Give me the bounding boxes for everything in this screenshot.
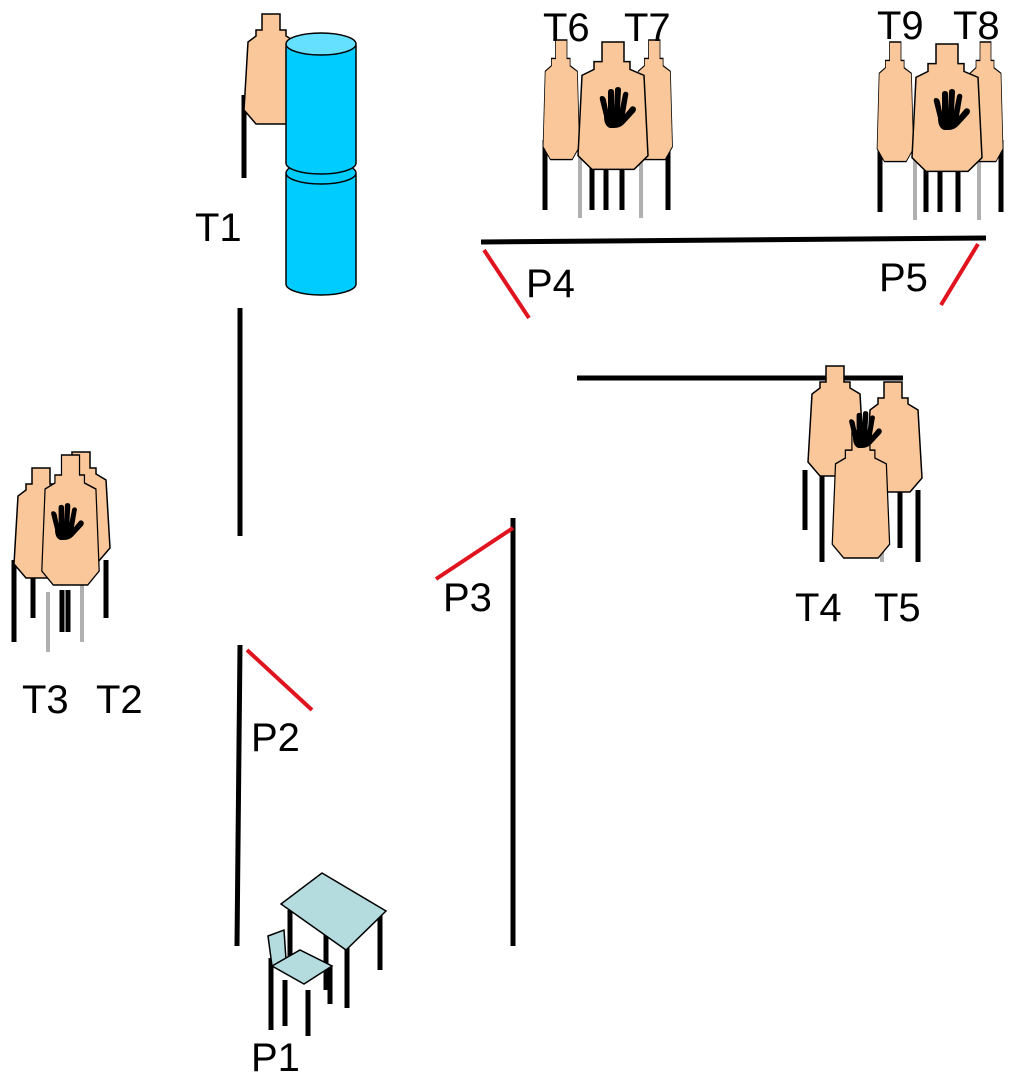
target-label-t5: T5: [874, 586, 921, 630]
wall-left-lower: [234, 644, 243, 947]
target-label-t8: T8: [953, 4, 1000, 48]
position-label-p5: P5: [879, 256, 928, 300]
barrel-stack: [285, 32, 357, 296]
fault-line-p4: [482, 248, 531, 320]
fault-lines: [245, 242, 980, 712]
position-label-p3: P3: [443, 576, 492, 620]
target-group-t2-t3: [11, 451, 111, 652]
position-label-p1: P1: [251, 1036, 300, 1080]
fault-line-p2: [245, 648, 314, 712]
target-label-t2: T2: [96, 678, 143, 722]
target-t1: [241, 13, 301, 178]
target-label-t4: T4: [795, 586, 842, 630]
fault-line-p5: [939, 242, 980, 307]
target-label-t3: T3: [22, 678, 69, 722]
fault-line-p3: [434, 526, 515, 581]
position-label-p4: P4: [526, 262, 575, 306]
target-group-t8-t9: [876, 41, 1004, 220]
chair: [267, 928, 334, 1036]
target-group-t4-t5: [802, 365, 923, 562]
target-label-t7: T7: [624, 6, 671, 50]
position-label-p2: P2: [251, 716, 300, 760]
target-group-t6-t7: [542, 39, 674, 218]
walls: [234, 235, 987, 947]
target-label-t9: T9: [877, 4, 924, 48]
table: [279, 872, 388, 1008]
wall-top: [480, 235, 987, 245]
target-label-t6: T6: [543, 6, 590, 50]
target-label-t1: T1: [195, 206, 242, 250]
